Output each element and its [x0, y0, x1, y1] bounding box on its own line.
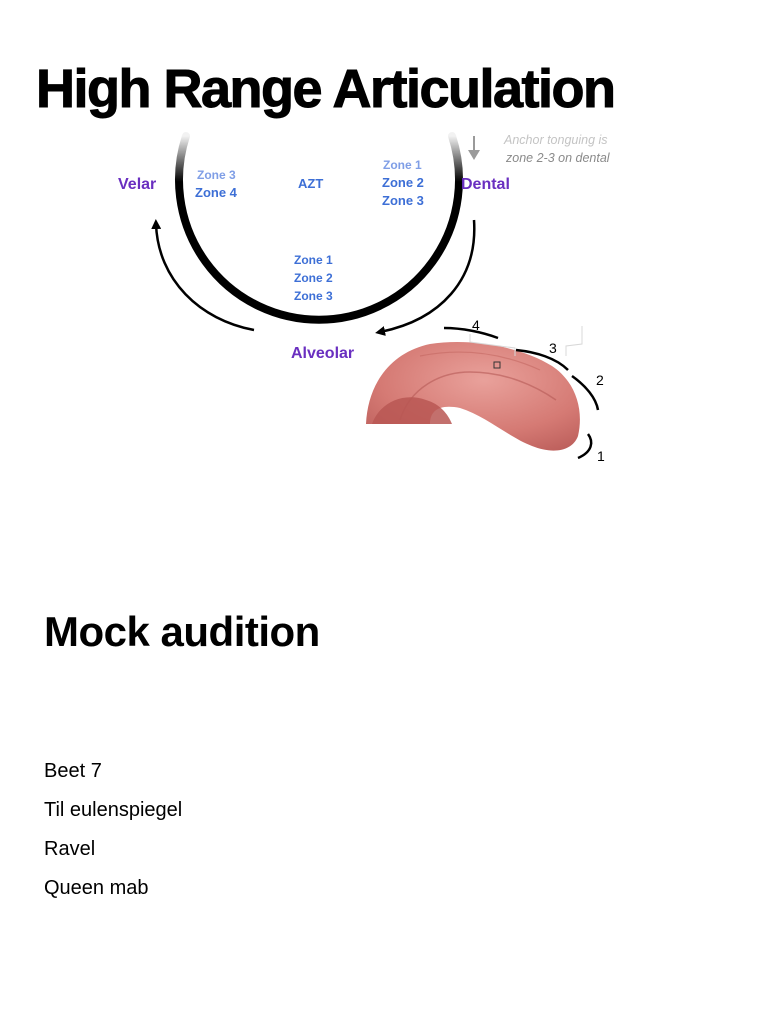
tongue-zone-arc — [515, 348, 569, 371]
velar-zone-label: Zone 3 — [197, 168, 236, 182]
tongue-groove — [399, 371, 557, 421]
dental-zone-label: Zone 1 — [383, 158, 422, 172]
tongue-outline — [469, 334, 516, 356]
tongue-zone-number: 1 — [597, 448, 605, 464]
repertoire-list: Beet 7 Til eulenspiegel Ravel Queen mab — [44, 752, 182, 908]
tongue-zone-arc — [443, 326, 499, 340]
tongue-zone-number: 3 — [549, 340, 557, 356]
page-title: High Range Articulation — [36, 59, 617, 120]
alveolar-label: Alveolar — [291, 345, 354, 362]
alveolar-zone-label: Zone 3 — [294, 289, 333, 303]
tongue-illustration — [366, 326, 583, 451]
tongue-zone-arc — [577, 433, 593, 460]
articulation-diagram: Velar Dental Alveolar AZT Zone 3 Zone 4 … — [0, 120, 768, 480]
azt-label: AZT — [298, 176, 323, 191]
tongue-underside — [372, 397, 452, 424]
note-arrowhead — [468, 150, 480, 160]
tongue-zone-number: 4 — [472, 317, 480, 333]
tongue-zone-number: 2 — [596, 372, 604, 388]
list-item: Til eulenspiegel — [44, 799, 183, 821]
dental-zone-label: Zone 3 — [382, 193, 424, 208]
alveolar-zone-label: Zone 1 — [294, 253, 333, 267]
list-item: Queen mab — [44, 877, 149, 899]
velar-zone-label: Zone 4 — [195, 185, 238, 200]
articulation-ring — [175, 132, 463, 324]
anchor-note-line: Anchor tonguing is — [503, 133, 608, 147]
dental-zone-label: Zone 2 — [382, 175, 424, 190]
list-item: Beet 7 — [44, 760, 102, 782]
tongue-marker — [493, 361, 501, 369]
alveolar-zone-label: Zone 2 — [294, 271, 333, 285]
arrow-to-velar — [151, 219, 255, 332]
dental-label: Dental — [461, 176, 510, 193]
anchor-note-line: zone 2-3 on dental — [505, 151, 611, 165]
arrow-to-alveolar — [375, 219, 476, 336]
velar-label: Velar — [118, 176, 156, 193]
tongue-groove — [419, 351, 541, 371]
articulation-diagram-svg: Velar Dental Alveolar AZT Zone 3 Zone 4 … — [118, 132, 611, 464]
tongue-zone-arc — [571, 374, 600, 411]
tongue-outline — [565, 326, 583, 356]
section-title: Mock audition — [44, 608, 320, 655]
list-item: Ravel — [44, 838, 96, 860]
